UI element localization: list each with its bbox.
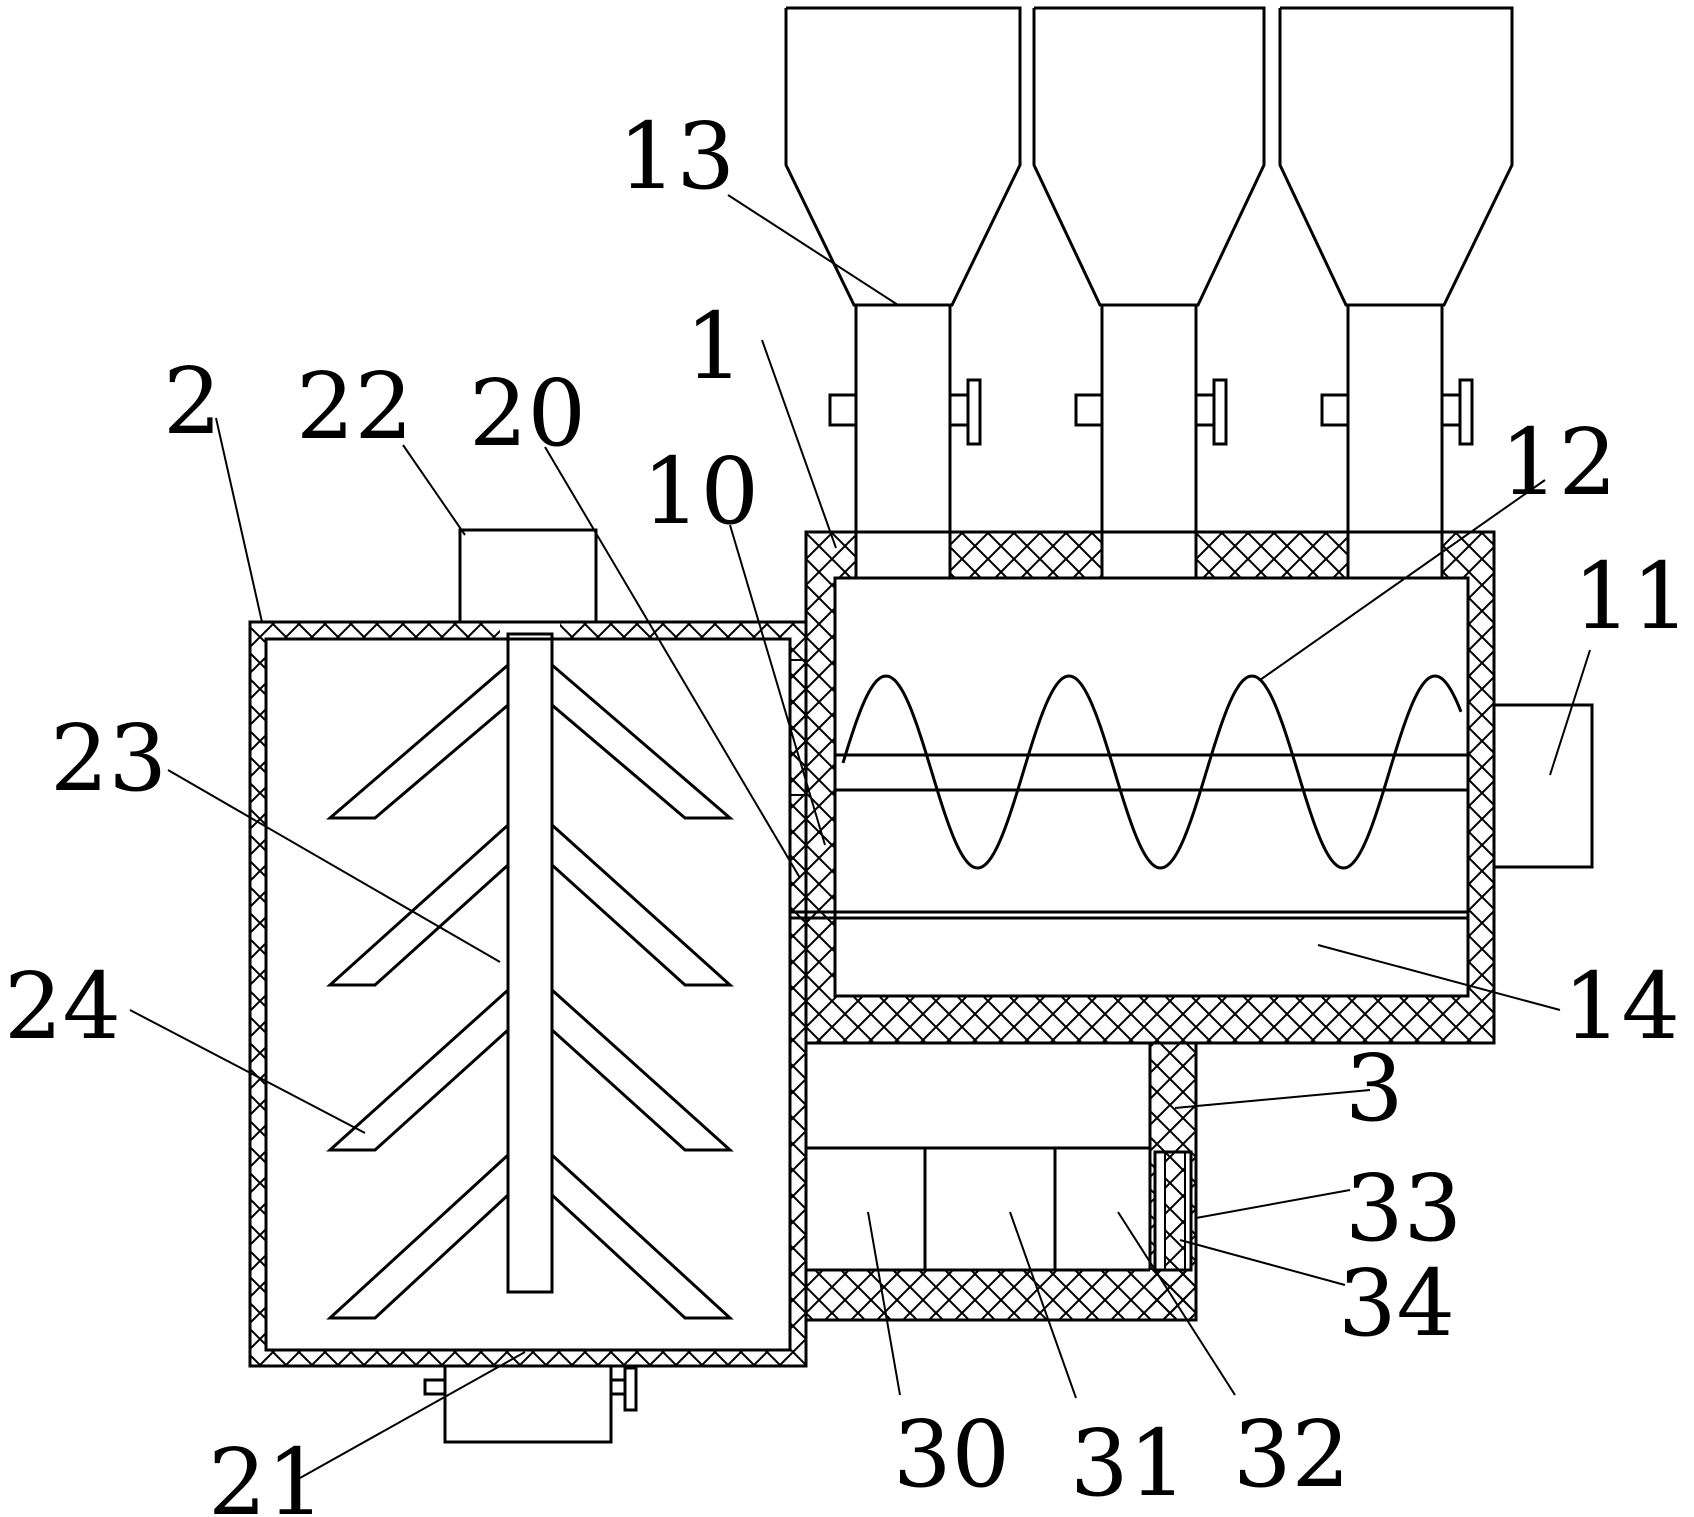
label-1: 1 [685,293,744,400]
label-11: 11 [1573,543,1690,650]
label-20: 20 [469,360,586,467]
hopper-1 [784,6,1022,577]
conveyor-housing [804,530,1496,1045]
label-22: 22 [296,353,413,460]
top-motor [458,528,598,624]
hopper-group [784,6,1514,577]
label-31: 31 [1070,1410,1187,1517]
label-12: 12 [1500,409,1617,516]
label-23: 23 [50,705,167,812]
label-24: 24 [4,953,121,1060]
label-32: 32 [1233,1401,1350,1508]
label-10: 10 [642,438,759,545]
mixing-tank [248,620,808,1368]
filter-plate [833,910,1470,920]
label-30: 30 [893,1401,1010,1508]
bottom-valve [423,1364,638,1444]
screw-spiral [841,674,1463,870]
screw-conveyor [833,674,1470,870]
stirring-shaft [506,632,554,1294]
hopper-3 [1278,6,1514,577]
leader-lines [129,194,1591,1479]
filter-box [804,1041,1198,1322]
label-33: 33 [1345,1155,1462,1262]
label-2: 2 [163,348,222,455]
part-labels: 13 1 2 22 20 10 12 11 23 24 14 3 33 34 3… [4,103,1690,1517]
hopper-2 [1032,6,1266,577]
label-14: 14 [1563,953,1680,1060]
stirring-blades [325,661,735,1320]
drive-motor [1492,703,1594,869]
label-13: 13 [618,103,735,210]
label-3: 3 [1345,1035,1404,1142]
screw-shaft [833,753,1470,792]
label-21: 21 [208,1429,325,1517]
label-34: 34 [1338,1250,1455,1357]
